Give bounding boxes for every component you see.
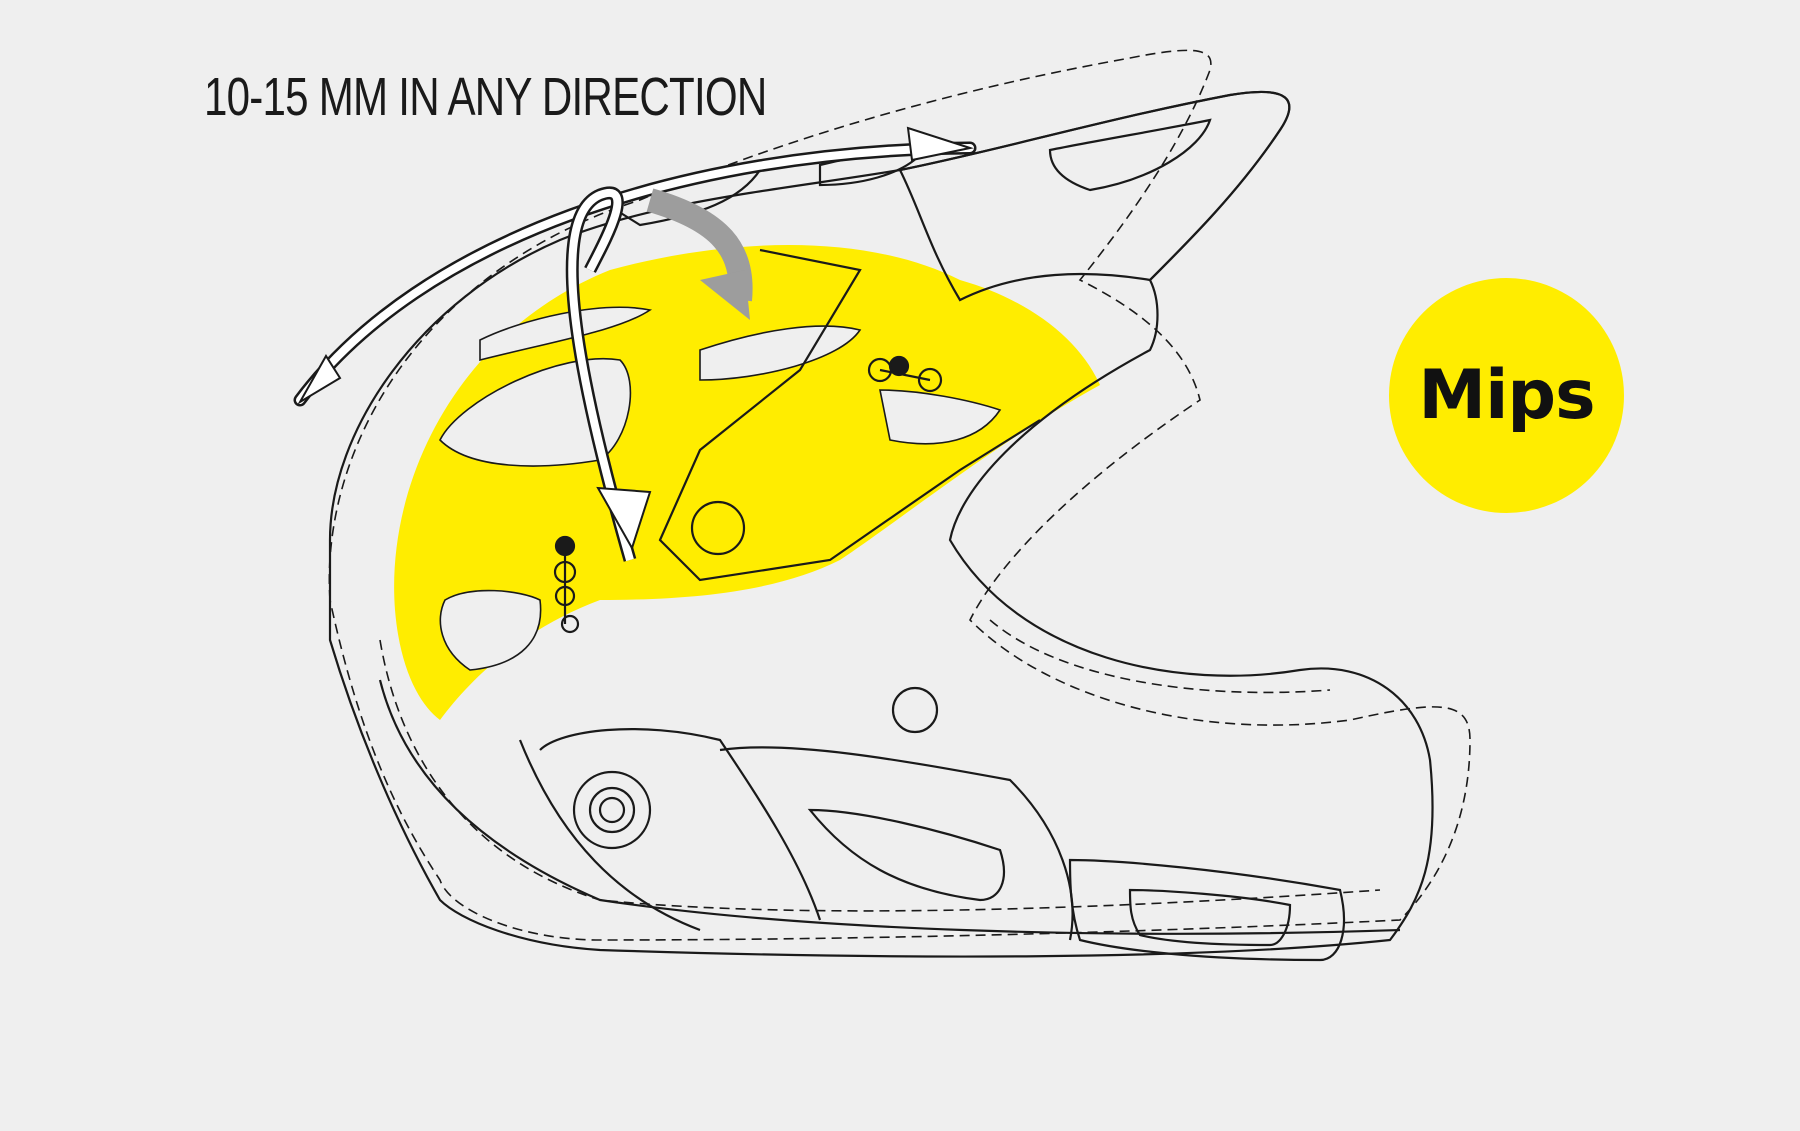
arrowhead-left <box>297 354 342 405</box>
mips-liner <box>394 245 1100 720</box>
mips-anchor-bottom <box>553 535 580 634</box>
helmet-outline <box>328 90 1434 962</box>
double-arrow <box>293 126 977 407</box>
arrowhead-right <box>906 126 974 162</box>
curved-arrow-icon <box>565 186 652 562</box>
mips-logo: Mips <box>1389 278 1624 513</box>
mips-label: Mips <box>1418 356 1595 435</box>
dashed-helmet-outline <box>328 49 1471 941</box>
gray-rotation-arrow <box>646 188 753 320</box>
mips-anchor-top <box>867 355 943 393</box>
headline-text: 10-15 MM IN ANY DIRECTION <box>204 67 767 127</box>
